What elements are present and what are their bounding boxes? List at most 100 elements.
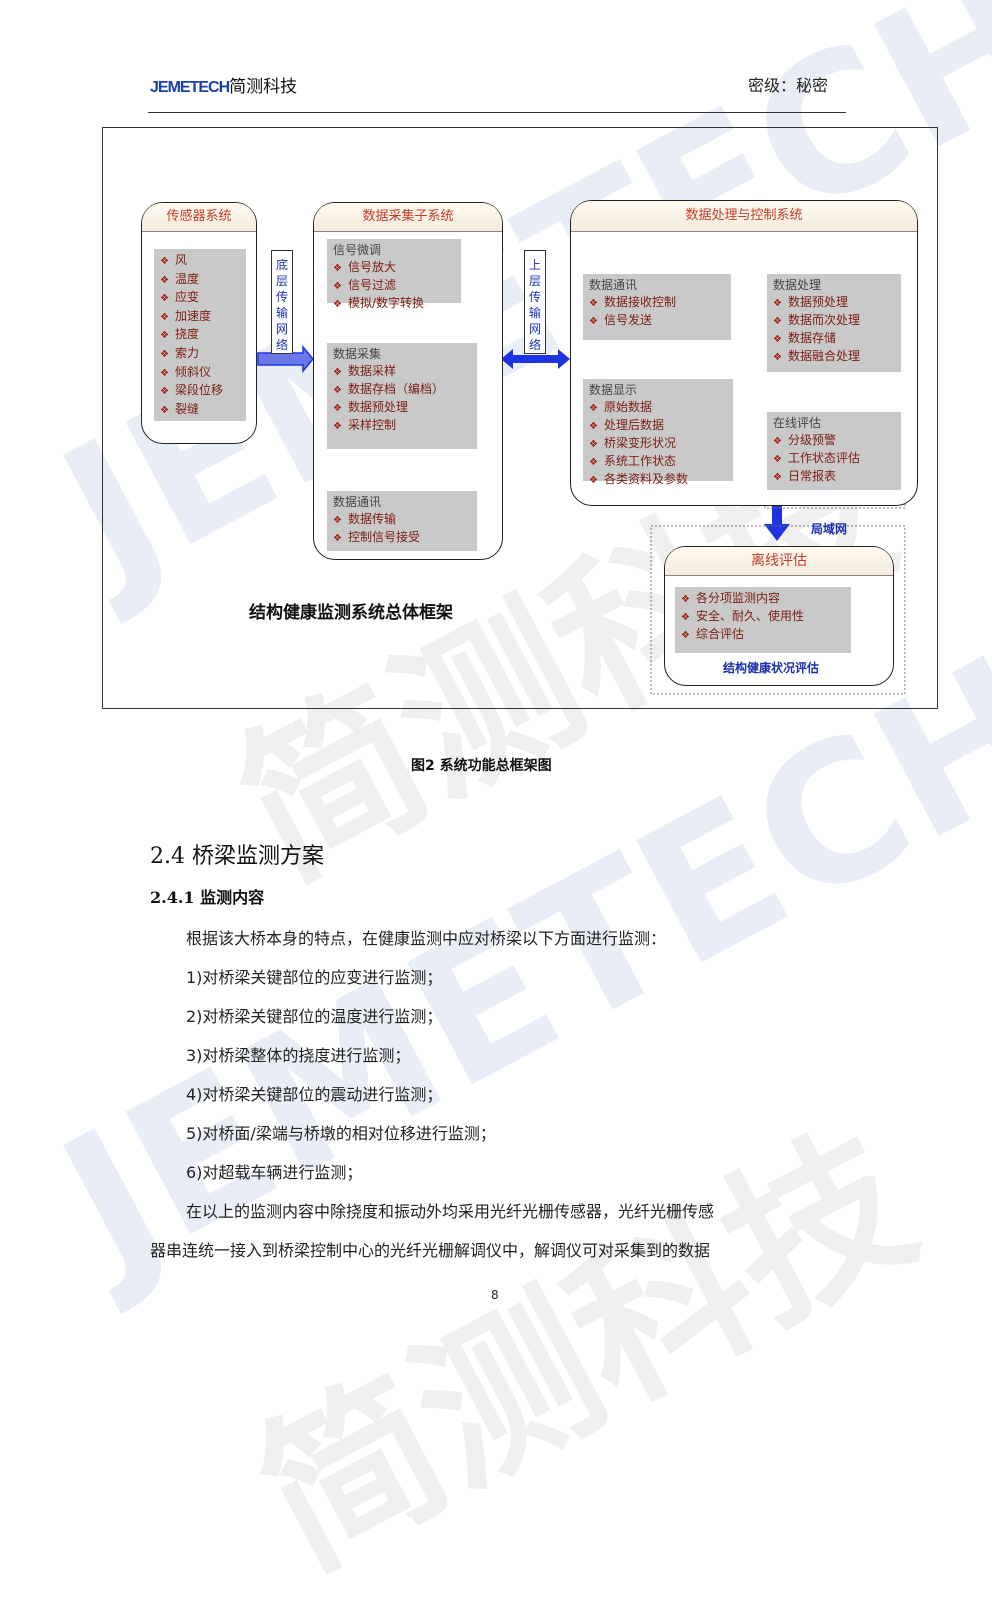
diagram-list-item: ❖挠度 [160,327,199,342]
daq-acq-head: 数据采集 [333,347,382,361]
diamond-bullet-icon: ❖ [773,454,782,465]
offline-system-title: 离线评估 [665,547,893,576]
diagram-list-item: ❖安全、耐久、使用性 [681,609,804,623]
network-label-char: 底 [275,258,288,272]
top-network-label: 上层传输网络 [524,250,546,354]
figure-inner-caption: 结构健康监测系统总体框架 [249,603,453,623]
proc-display-box: 数据显示 ❖原始数据 ❖处理后数据 ❖桥梁变形状况 ❖系统工作状态 ❖各类资料及参数 [583,379,733,486]
list-item-2: 2)对桥梁关键部位的温度进行监测； [186,1007,443,1026]
diamond-bullet-icon: ❖ [589,457,598,468]
daq-comm-box: 数据通讯 ❖数据传输❖控制信号接受 [327,491,477,551]
daq-system-title: 数据采集子系统 [314,203,502,232]
diagram-list-item: ❖数据接收控制 [589,295,676,309]
diamond-bullet-icon: ❖ [160,274,169,286]
diagram-list-item: ❖控制信号接受 [333,530,420,544]
diamond-bullet-icon: ❖ [589,439,598,450]
header-divider [148,112,846,113]
arrow-daq-proc [501,349,570,369]
diamond-bullet-icon: ❖ [773,436,782,447]
diagram-list-item: ❖信号过滤 [333,278,396,292]
diagram-list-item: ❖原始数据 [589,400,652,414]
diagram-list-item: ❖采样控制 [333,418,396,432]
diamond-bullet-icon: ❖ [160,293,169,305]
bottom-network-label: 底层传输网络 [271,250,293,354]
page-number: 8 [491,1288,499,1302]
diamond-bullet-icon: ❖ [333,515,342,526]
diamond-bullet-icon: ❖ [333,281,342,292]
network-label-char: 传 [528,290,541,304]
diamond-bullet-icon: ❖ [333,421,342,432]
diagram-list-item: ❖数据存储 [773,331,836,345]
diagram-list-item: ❖处理后数据 [589,418,664,432]
figure-caption: 图2 系统功能总框架图 [411,758,552,774]
diagram-list-item: ❖信号放大 [333,260,396,274]
daq-system: 数据采集子系统 信号微调 ❖信号放大❖信号过滤❖模拟/数字转换 数据采集 ❖数据… [313,202,503,560]
diagram-list-item: ❖各分项监测内容 [681,591,780,605]
offline-footer: 结构健康状况评估 [723,661,820,675]
paragraph-line-2: 器串连统一接入到桥梁控制中心的光纤光栅解调仪中，解调仪可对采集到的数据 [150,1241,711,1260]
network-label-char: 网 [528,322,541,336]
offline-dotted-frame [650,525,906,695]
diamond-bullet-icon: ❖ [681,630,690,641]
company-name: 简测科技 [229,77,298,97]
diagram-list-item: ❖梁段位移 [160,383,223,398]
network-label-char: 传 [275,290,288,304]
diamond-bullet-icon: ❖ [773,352,782,363]
diamond-bullet-icon: ❖ [333,533,342,544]
diagram-list-item: ❖数据存档（编档） [333,382,444,396]
network-label-char: 络 [528,338,541,352]
diamond-bullet-icon: ❖ [681,594,690,605]
brand-wordmark: JEMETECH [150,79,230,96]
diamond-bullet-icon: ❖ [589,403,598,414]
diagram-list-item: ❖数据而次处理 [773,313,860,327]
network-label-char: 络 [275,338,288,352]
network-label-char: 输 [275,306,288,320]
offline-list: ❖各分项监测内容❖安全、耐久、使用性❖综合评估 [675,587,851,653]
sensor-system: 传感器系统 ❖风❖温度❖应变❖加速度❖挠度❖索力❖倾斜仪❖梁段位移❖裂缝 [141,202,257,444]
diamond-bullet-icon: ❖ [589,316,598,327]
diagram-list-item: ❖倾斜仪 [160,364,211,379]
proc-processing-box: 数据处理 ❖数据预处理 ❖数据而次处理 ❖数据存储 ❖数据融合处理 [767,274,901,372]
watermark-cjk-2: 简测科技 [229,1097,943,1606]
diagram-list-item: ❖数据融合处理 [773,349,860,363]
lan-label: 局域网 [811,522,848,536]
diamond-bullet-icon: ❖ [160,404,169,416]
proc-display-head: 数据显示 [589,383,638,397]
network-label-char: 网 [275,322,288,336]
paragraph-line-1: 在以上的监测内容中除挠度和振动外均采用光纤光栅传感器，光纤光栅传感 [186,1202,715,1221]
security-level: 密级：秘密 [748,76,829,95]
network-label-char: 层 [528,274,541,288]
list-item-5: 5)对桥面/梁端与桥墩的相对位移进行监测； [186,1124,496,1143]
subsection-heading: 2.4.1 监测内容 [150,888,265,907]
diagram-list-item: ❖应变 [160,290,199,305]
diagram-list-item: ❖分级预警 [773,433,836,447]
diamond-bullet-icon: ❖ [160,348,169,360]
diamond-bullet-icon: ❖ [160,311,169,323]
proc-online-head: 在线评估 [773,416,822,430]
diamond-bullet-icon: ❖ [160,386,169,398]
proc-comm-box: 数据通讯 ❖数据接收控制❖信号发送 [583,274,731,340]
diagram-list-item: ❖模拟/数字转换 [333,296,425,310]
diagram-list-item: ❖裂缝 [160,401,199,416]
daq-signal-box: 信号微调 ❖信号放大❖信号过滤❖模拟/数字转换 [327,239,461,310]
diamond-bullet-icon: ❖ [681,612,690,623]
proc-processing-head: 数据处理 [773,278,822,292]
daq-comm-head: 数据通讯 [333,495,382,509]
diamond-bullet-icon: ❖ [333,403,342,414]
diamond-bullet-icon: ❖ [333,263,342,274]
diagram-list-item: ❖桥梁变形状况 [589,436,676,450]
diagram-list-item: ❖各类资料及参数 [589,472,688,486]
diamond-bullet-icon: ❖ [160,256,169,267]
diagram-list-item: ❖系统工作状态 [589,454,676,468]
list-item-1: 1)对桥梁关键部位的应变进行监测； [186,968,443,987]
diagram-list-item: ❖数据采样 [333,364,396,378]
section-heading: 2.4 桥梁监测方案 [150,844,324,869]
sensor-list: ❖风❖温度❖应变❖加速度❖挠度❖索力❖倾斜仪❖梁段位移❖裂缝 [154,249,246,421]
diamond-bullet-icon: ❖ [160,367,169,379]
diagram-list-item: ❖数据预处理 [773,295,848,309]
proc-online-box: 在线评估 ❖分级预警❖工作状态评估❖日常报表 [767,412,901,490]
diagram-list-item: ❖温度 [160,271,199,286]
diamond-bullet-icon: ❖ [333,385,342,396]
list-item-4: 4)对桥梁关键部位的震动进行监测； [186,1085,443,1104]
diamond-bullet-icon: ❖ [589,475,598,486]
